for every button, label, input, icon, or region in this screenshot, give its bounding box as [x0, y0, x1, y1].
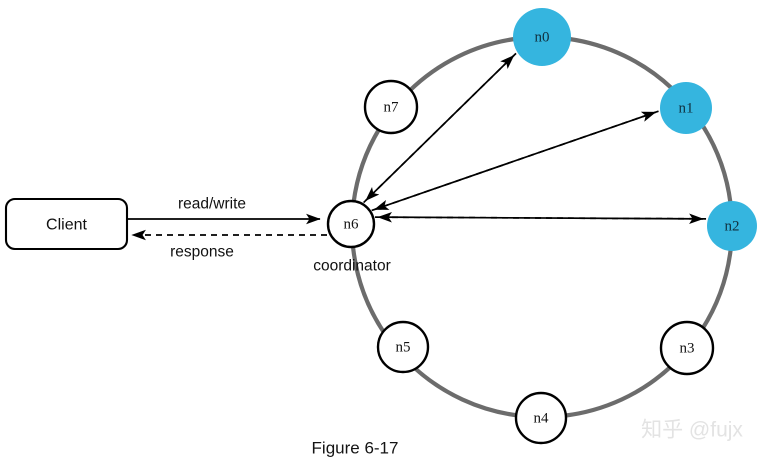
ring-node-n5[interactable]: n5: [376, 320, 430, 374]
ring-arc-n2-n3: [699, 246, 733, 332]
ring-node-n6[interactable]: n6: [326, 199, 376, 249]
node-circle-n4[interactable]: [514, 391, 568, 445]
node-circle-n7[interactable]: [363, 79, 419, 135]
ring-node-n3[interactable]: n3: [659, 320, 715, 376]
ring-node-n7[interactable]: n7: [363, 79, 419, 135]
watermark: 知乎 @fujx: [641, 419, 743, 442]
node-circle-n2[interactable]: [707, 201, 757, 251]
node-label-n5: n5: [396, 340, 411, 356]
ring-arc-n1-n2: [700, 123, 733, 206]
ring-node-group: n0 n1 n2 n3 n4 n5 n6 n7: [326, 8, 757, 445]
node-label-n1: n1: [679, 101, 694, 117]
n0-to-n6-response: [365, 52, 517, 202]
node-label-n4: n4: [534, 411, 550, 427]
response-label: response: [170, 244, 234, 261]
consistent-hash-ring: [350, 36, 733, 418]
client-coordinator-edges: read/write response: [128, 196, 327, 261]
ring-node-n0[interactable]: n0: [513, 8, 571, 66]
ring-node-n1[interactable]: n1: [660, 82, 712, 134]
node-circle-n1[interactable]: [660, 82, 712, 134]
ring-arc-n0-n1: [566, 36, 675, 91]
read-write-label: read/write: [178, 196, 246, 213]
figure-caption: Figure 6-17: [312, 439, 399, 458]
ring-node-n4[interactable]: n4: [514, 391, 568, 445]
ring-arc-n3-n4: [561, 363, 674, 418]
node-label-n0: n0: [535, 30, 550, 46]
node-label-n2: n2: [725, 219, 740, 235]
node-circle-n0[interactable]: [513, 8, 571, 66]
replication-edge-group: [363, 52, 707, 225]
ring-arc-n5-n6: [350, 243, 387, 335]
client-label: Client: [46, 217, 87, 234]
node-label-n3: n3: [680, 341, 695, 357]
node-circle-n5[interactable]: [376, 320, 430, 374]
client-box[interactable]: [4, 197, 129, 251]
ring-arc-n7-n0: [407, 36, 518, 94]
ring-arc-n4-n5: [412, 365, 521, 418]
node-label-n7: n7: [384, 100, 400, 116]
client-node[interactable]: Client: [4, 197, 129, 251]
coordinator-caption: coordinator: [313, 258, 391, 275]
ring-node-n2[interactable]: n2: [707, 201, 757, 251]
node-circle-n6[interactable]: [326, 199, 376, 249]
ring-arc-n6-n7: [351, 126, 382, 206]
node-label-n6: n6: [344, 217, 360, 233]
node-circle-n3[interactable]: [659, 320, 715, 376]
